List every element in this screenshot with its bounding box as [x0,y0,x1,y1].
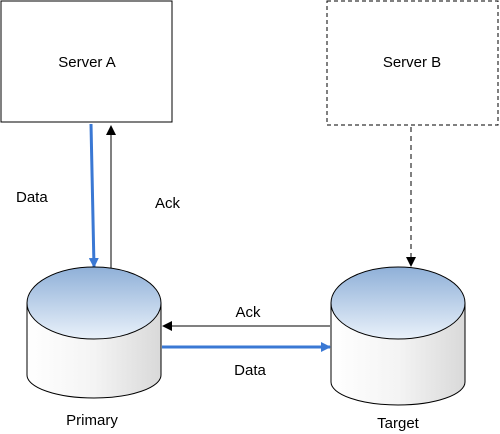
server-a-label: Server A [58,54,116,71]
server-b-label: Server B [383,54,441,71]
primary-label: Primary [66,412,118,429]
ack-edge-label-a: Ack [155,195,181,212]
target-label: Target [377,415,420,432]
server-b-node[interactable]: Server B [326,0,499,126]
data-edge-label-target: Data [234,362,266,379]
target-database-icon[interactable] [330,266,466,406]
data-arrow-a-to-primary [88,123,99,268]
ack-edge-label-target: Ack [235,304,261,321]
data-edge-label-a: Data [16,189,48,206]
primary-database-icon[interactable] [26,266,162,399]
server-a-node[interactable]: Server A [0,0,173,123]
